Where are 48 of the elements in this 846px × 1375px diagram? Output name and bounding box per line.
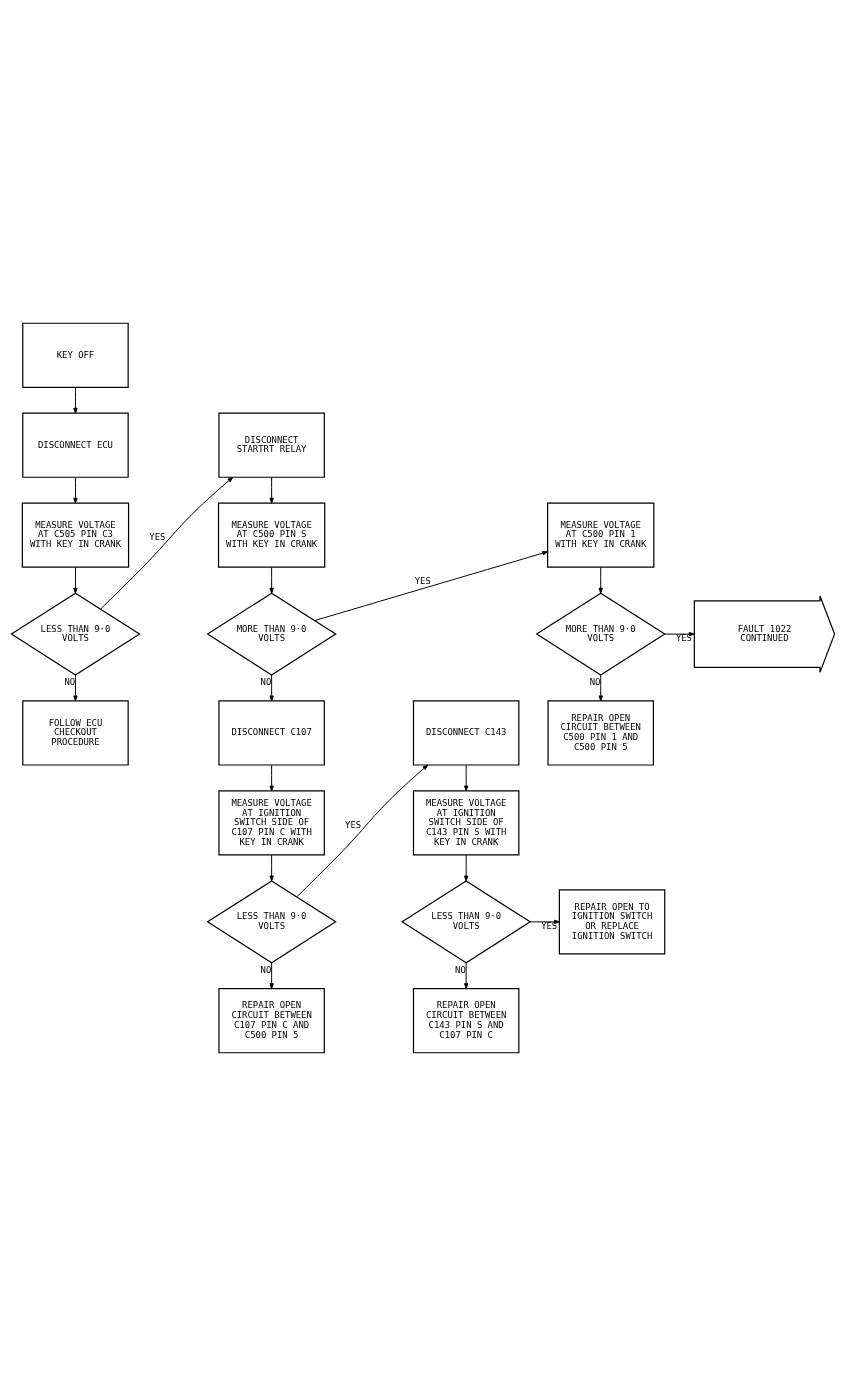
node-box: DISCONNECT STARTRT RELAY (218, 412, 325, 478)
arrow (73, 476, 78, 504)
arrow (598, 674, 603, 701)
edge-label: YES (345, 819, 362, 830)
arrow (100, 476, 234, 609)
arrow (73, 566, 78, 594)
edge-label: NO (260, 964, 272, 975)
node-diamond: LESS THAN 9·0 VOLTS (10, 591, 141, 676)
arrow (598, 566, 603, 594)
arrow (269, 961, 274, 989)
node-box: MEASURE VOLTAGE AT IGNITION SWITCH SIDE OF C107 PIN C WITH KEY IN CRANK (218, 789, 325, 856)
arrow (463, 764, 469, 791)
edge-label: NO (64, 676, 76, 687)
arrow (314, 550, 548, 621)
node-diamond: MORE THAN 9·0 VOLTS (206, 591, 337, 676)
node-diamond: MORE THAN 9·0 VOLTS (535, 591, 666, 676)
node-box: DISCONNECT C143 (412, 699, 520, 766)
node-box: FOLLOW ECU CHECKOUT PROCEDURE (22, 699, 129, 766)
edge-label: YES (149, 531, 166, 542)
arrow (269, 764, 274, 791)
edge-label: YES (675, 632, 692, 643)
arrow (269, 854, 274, 881)
node-box: REPAIR OPEN TO IGNITION SWITCH OR REPLACE IGNITION SWITCH (558, 888, 666, 954)
node-box: MEASURE VOLTAGE AT C505 PIN C3 WITH KEY IN CRANK (21, 502, 130, 568)
arrow (463, 854, 469, 881)
arrow (73, 386, 78, 414)
node-box: MEASURE VOLTAGE AT IGNITION SWITCH SIDE OF C143 PIN S WITH KEY IN CRANK (412, 789, 520, 856)
node-diamond: LESS THAN 9·0 VOLTS (401, 879, 532, 963)
node-box: DISCONNECT ECU (22, 412, 129, 478)
arrow (269, 674, 274, 701)
edge-label: NO (260, 676, 272, 687)
node-box: REPAIR OPEN CIRCUIT BETWEEN C500 PIN 1 AND C500 PIN 5 (547, 699, 654, 766)
edge-label: NO (589, 676, 601, 687)
arrow (463, 961, 469, 989)
arrow (269, 566, 274, 594)
node-box: REPAIR OPEN CIRCUIT BETWEEN C143 PIN S AND C107 PIN C (412, 987, 520, 1053)
node-box: REPAIR OPEN CIRCUIT BETWEEN C107 PIN C AND C500 PIN 5 (218, 987, 325, 1053)
edge-label: NO (455, 964, 466, 975)
node-box: MEASURE VOLTAGE AT C500 PIN 1 WITH KEY IN CRANK (547, 502, 655, 568)
arrow (269, 476, 274, 504)
edge-label: YES (414, 575, 431, 586)
arrow (664, 631, 695, 636)
arrow (296, 764, 429, 897)
node-box: DISCONNECT C107 (218, 699, 325, 766)
node-box: KEY OFF (22, 322, 129, 388)
arrow (73, 674, 78, 701)
node-diamond: LESS THAN 9·0 VOLTS (206, 879, 337, 963)
node-box: MEASURE VOLTAGE AT C500 PIN S WITH KEY IN CRANK (217, 502, 326, 568)
